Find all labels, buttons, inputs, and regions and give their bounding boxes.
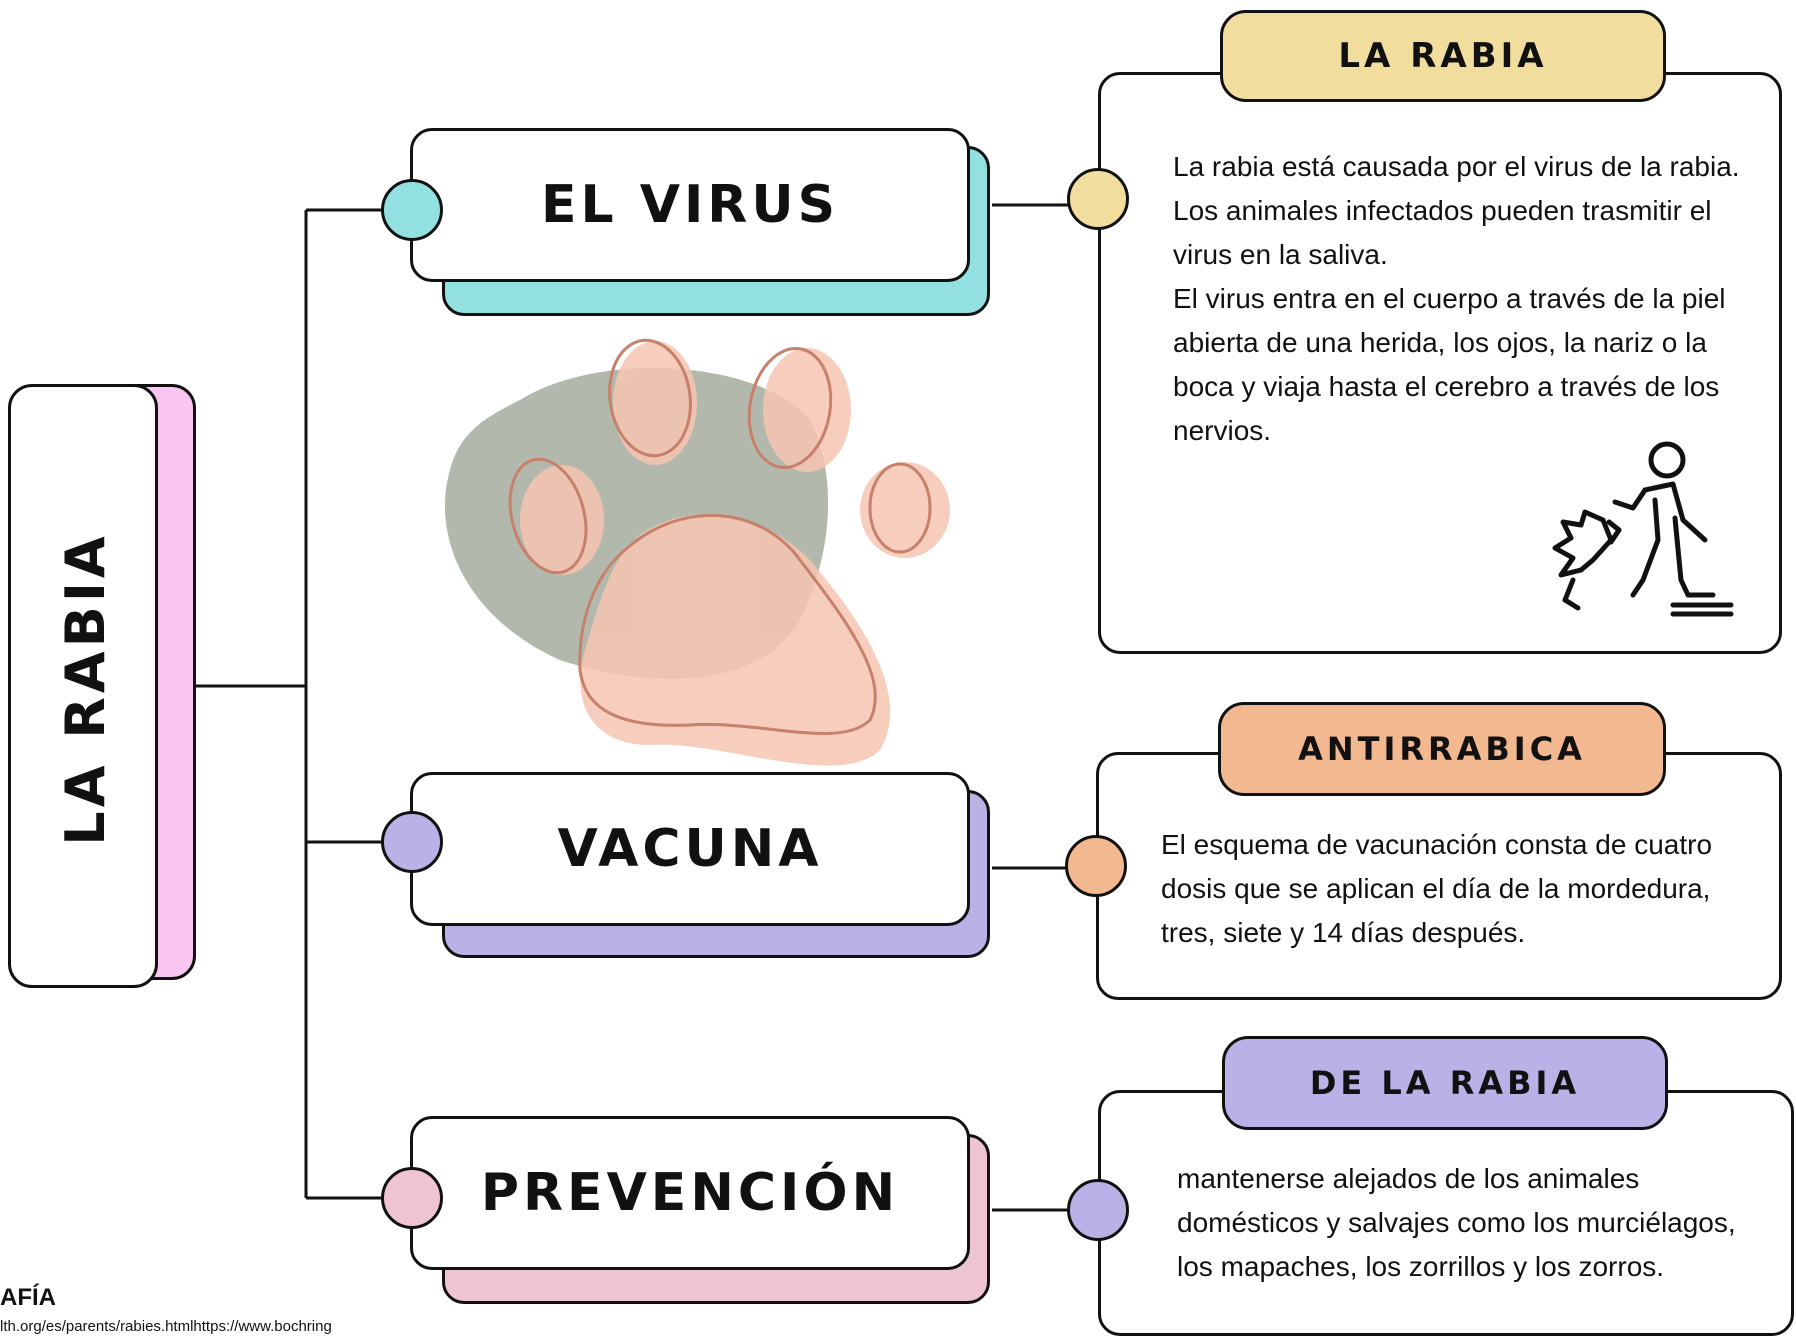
main-title-text: LA RABIA bbox=[54, 532, 117, 846]
bibliography-heading: AFÍA bbox=[0, 1284, 56, 1311]
info-antirrabica-dot bbox=[1065, 835, 1127, 897]
main-title-card: LA RABIA bbox=[8, 384, 158, 988]
branch-vacuna-card[interactable]: VACUNA bbox=[410, 772, 970, 926]
branch-vacuna-label: VACUNA bbox=[557, 819, 823, 879]
info-rabia-text: La rabia está causada por el virus de la… bbox=[1173, 145, 1763, 453]
info-rabia-header: LA RABIA bbox=[1220, 10, 1666, 102]
info-prevencion-header: DE LA RABIA bbox=[1222, 1036, 1668, 1130]
branch-virus-card[interactable]: EL VIRUS bbox=[410, 128, 970, 282]
info-antirrabica-text: El esquema de vacunación consta de cuatr… bbox=[1161, 829, 1713, 948]
branch-virus-dot bbox=[381, 179, 443, 241]
branch-vacuna-dot bbox=[381, 811, 443, 873]
info-rabia-paragraph: El virus entra en el cuerpo a través de … bbox=[1173, 283, 1726, 446]
branch-prevencion-card[interactable]: PREVENCIÓN bbox=[410, 1116, 970, 1270]
info-antirrabica-header: ANTIRRABICA bbox=[1218, 702, 1666, 796]
info-rabia-card: La rabia está causada por el virus de la… bbox=[1098, 72, 1782, 654]
branch-prevencion-label: PREVENCIÓN bbox=[480, 1163, 900, 1223]
dog-attacking-person-icon bbox=[1552, 441, 1734, 617]
branch-virus-label: EL VIRUS bbox=[540, 175, 840, 235]
info-rabia-dot bbox=[1067, 168, 1129, 230]
info-prevencion-header-label: DE LA RABIA bbox=[1309, 1064, 1581, 1102]
info-prevencion-dot bbox=[1067, 1179, 1129, 1241]
info-rabia-paragraph: La rabia está causada por el virus de la… bbox=[1173, 151, 1740, 270]
info-prevencion-card: mantenerse alejados de los animales domé… bbox=[1098, 1090, 1794, 1336]
info-prevencion-text: mantenerse alejados de los animales domé… bbox=[1177, 1163, 1736, 1282]
info-rabia-header-label: LA RABIA bbox=[1338, 36, 1548, 76]
info-antirrabica-header-label: ANTIRRABICA bbox=[1298, 730, 1586, 768]
branch-prevencion-dot bbox=[381, 1167, 443, 1229]
bibliography-link[interactable]: lth.org/es/parents/rabies.htmlhttps://ww… bbox=[0, 1318, 332, 1335]
